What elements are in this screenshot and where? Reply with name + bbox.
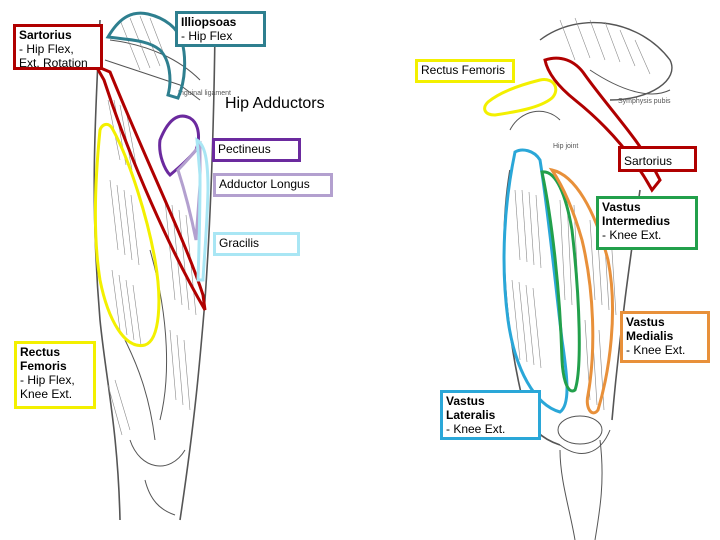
sartorius-right-label: Sartorius: [618, 146, 697, 172]
vastus-intermedius-line1: - Knee Ext.: [602, 228, 662, 242]
vastus-lateralis-title1: Vastus: [446, 394, 485, 408]
vastus-lateralis-outline: [502, 148, 569, 414]
right-thigh-image-text: Symphysis pubis Hip joint: [553, 98, 671, 150]
rectus-femoris-top-title: Rectus Femoris: [421, 63, 506, 77]
rectus-femoris-left-title1: Rectus: [20, 345, 61, 359]
rectus-femoris-left-outline: [93, 122, 161, 347]
adductor-longus-label: Adductor Longus: [213, 173, 333, 197]
rectus-femoris-right-outline: [483, 78, 558, 117]
sartorius-left-label: Sartorius - Hip Flex, Ext. Rotation: [13, 24, 103, 70]
sartorius-left-title: Sartorius: [19, 28, 72, 42]
gracilis-outline: [195, 137, 210, 282]
vastus-intermedius-title2: Intermedius: [602, 214, 671, 228]
pectineus-outline: [158, 114, 200, 178]
adductor-longus-title: Adductor Longus: [219, 177, 310, 191]
rectus-femoris-top-label: Rectus Femoris: [415, 59, 515, 83]
vastus-medialis-title1: Vastus: [626, 315, 665, 329]
left-thigh-drawing: [93, 19, 216, 521]
illiopsoas-outline: [105, 11, 187, 100]
vastus-medialis-line1: - Knee Ext.: [626, 343, 686, 357]
vastus-intermedius-outline: [540, 170, 581, 393]
sartorius-right-title: Sartorius: [624, 154, 673, 168]
rectus-femoris-left-label: Rectus Femoris - Hip Flex, Knee Ext.: [14, 341, 96, 409]
pectineus-label: Pectineus: [212, 138, 301, 162]
illiopsoas-label: Illiopsoas - Hip Flex: [175, 11, 266, 47]
left-thigh-hatching: [107, 15, 197, 436]
sartorius-left-outline: [92, 62, 207, 311]
vastus-lateralis-label: Vastus Lateralis - Knee Ext.: [440, 390, 541, 440]
vastus-lateralis-line1: - Knee Ext.: [446, 422, 506, 436]
sartorius-left-line2: Ext. Rotation: [19, 56, 88, 70]
gracilis-title: Gracilis: [219, 236, 260, 250]
vastus-medialis-label: Vastus Medialis - Knee Ext.: [620, 311, 710, 363]
pectineus-title: Pectineus: [218, 142, 271, 156]
vastus-intermedius-title1: Vastus: [602, 200, 641, 214]
rectus-femoris-left-line1: - Hip Flex,: [20, 373, 75, 387]
hip-adductors-heading: Hip Adductors: [225, 95, 325, 112]
inguinal-ligament-text: Inguinal ligament: [178, 90, 231, 97]
symphysis-pubis-text: Symphysis pubis: [618, 98, 671, 105]
vastus-medialis-title2: Medialis: [626, 329, 674, 343]
sartorius-left-line1: - Hip Flex,: [19, 42, 74, 56]
illiopsoas-title: Illiopsoas: [181, 15, 237, 29]
sartorius-right-outline: [543, 56, 662, 193]
left-thigh-inguinal-text: Inguinal ligament: [178, 90, 231, 97]
illiopsoas-line1: - Hip Flex: [181, 29, 233, 43]
hip-joint-text: Hip joint: [553, 143, 578, 150]
rectus-femoris-left-title2: Femoris: [20, 359, 67, 373]
adductor-longus-outline: [176, 140, 202, 241]
vastus-intermedius-label: Vastus Intermedius - Knee Ext.: [596, 196, 698, 250]
gracilis-label: Gracilis: [213, 232, 300, 256]
vastus-lateralis-title2: Lateralis: [446, 408, 496, 422]
rectus-femoris-left-line2: Knee Ext.: [20, 387, 73, 401]
